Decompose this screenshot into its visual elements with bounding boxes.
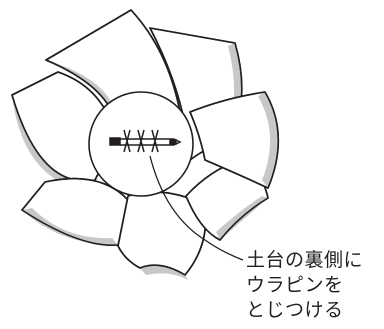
callout-line-2: ウラピンを — [246, 274, 344, 296]
callout-text: 土台の裏側に ウラピンを とじつける — [246, 248, 382, 323]
callout-line-1: 土台の裏側に — [246, 249, 364, 271]
pinwheel-icon — [11, 9, 280, 280]
leader-line — [149, 155, 244, 261]
petal-bottom-right — [185, 159, 269, 241]
petal-bottom — [117, 191, 207, 280]
petal-bottom-left — [21, 177, 129, 247]
pin-icon — [109, 129, 182, 153]
callout-line-3: とじつける — [246, 299, 344, 321]
petal-right — [189, 91, 280, 189]
center-hub — [88, 91, 194, 197]
